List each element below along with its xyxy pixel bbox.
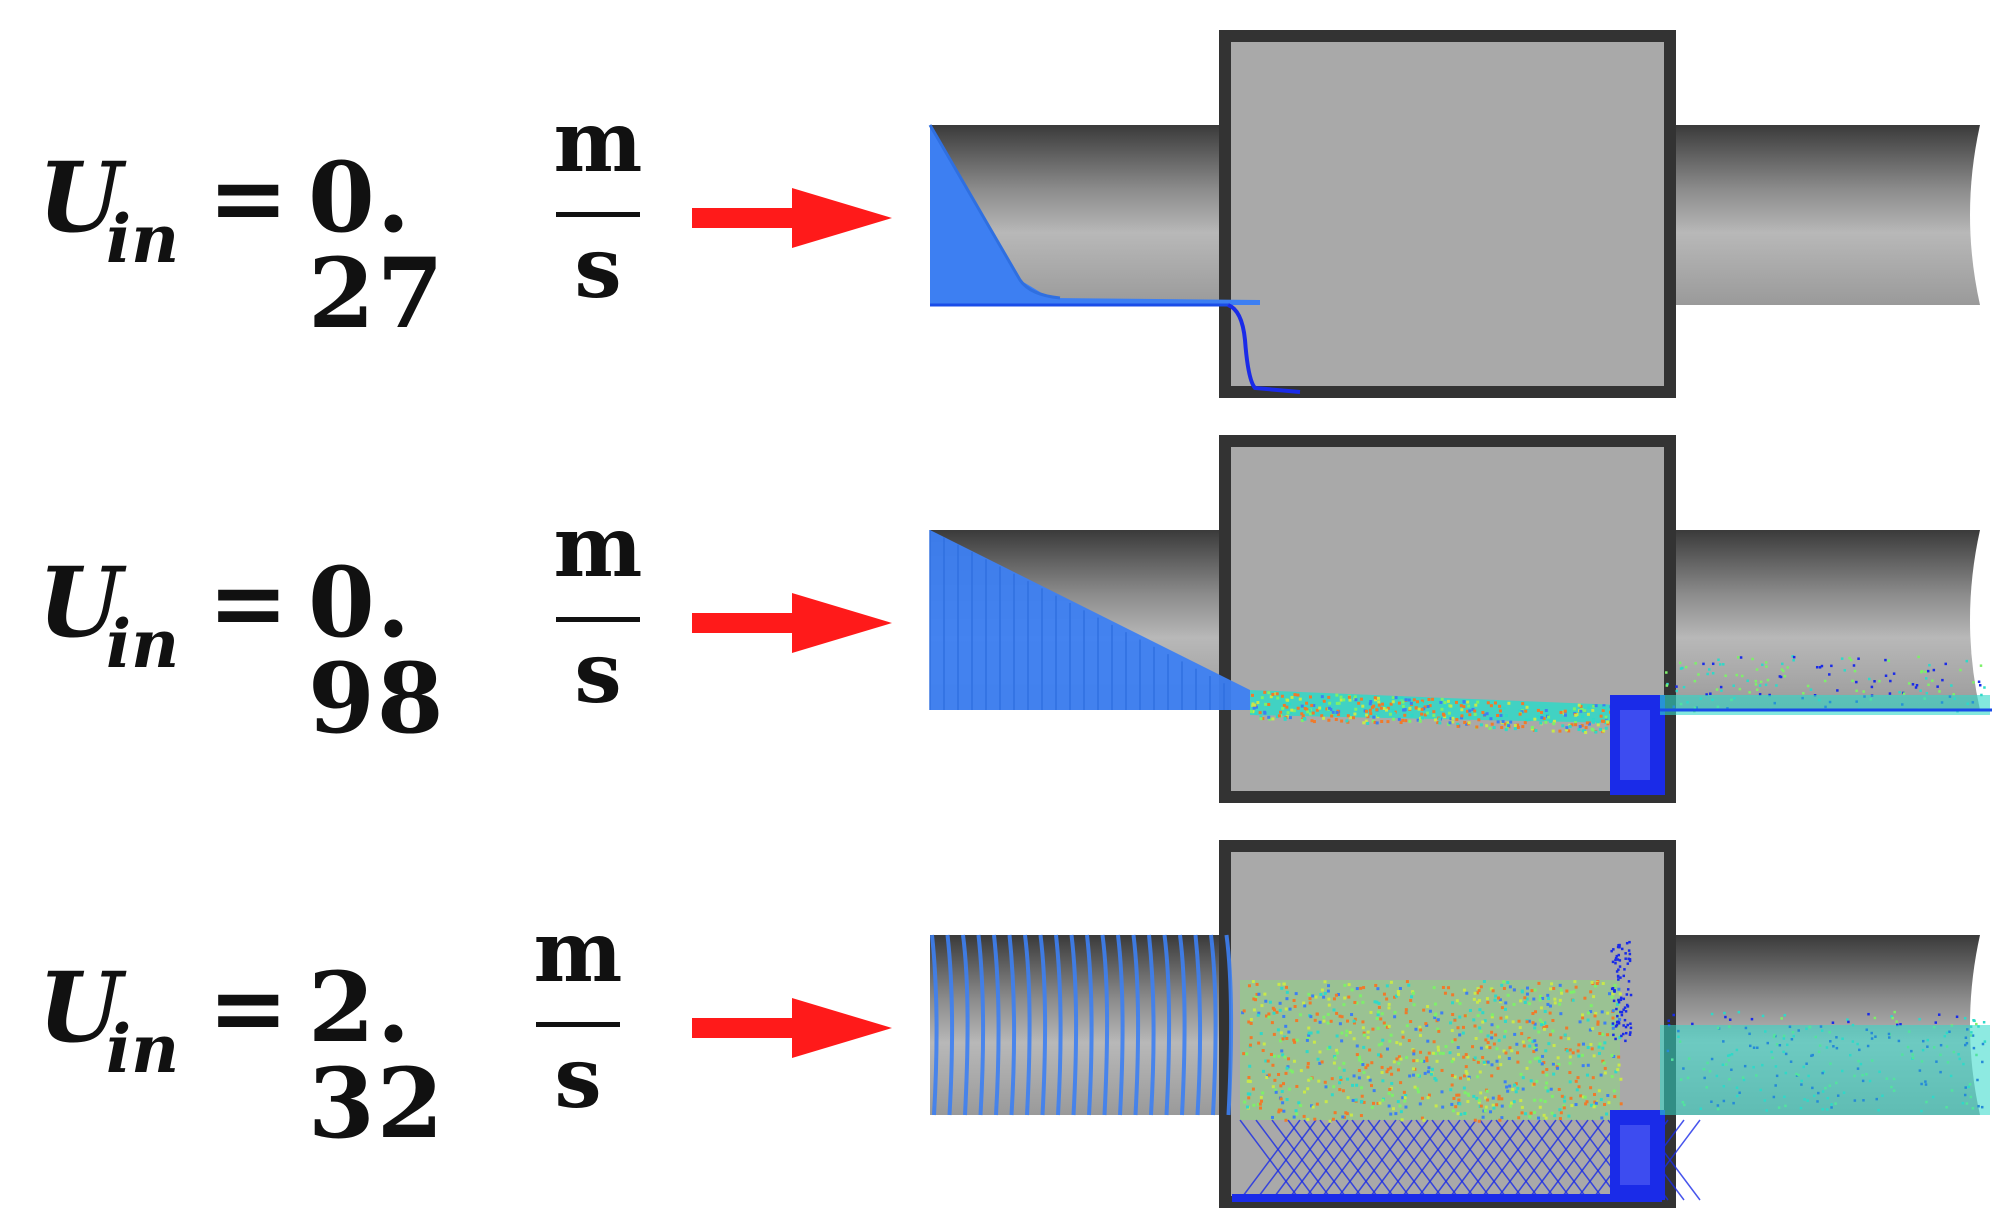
simulation-panel-1	[928, 30, 1992, 398]
unit-denominator: s	[554, 1028, 602, 1127]
velocity-symbol: U	[38, 546, 122, 659]
simulation-panel-3	[930, 840, 1992, 1208]
inflow-arrow-icon	[692, 998, 892, 1058]
outlet-pipe	[1660, 125, 1990, 305]
inflow-arrow-icon	[692, 188, 892, 248]
simulation-panel-2	[929, 435, 1992, 803]
unit-numerator: m	[533, 902, 623, 1001]
fraction-bar	[536, 1022, 620, 1027]
unit-numerator: m	[553, 497, 643, 596]
velocity-subscript: in	[106, 1010, 180, 1088]
velocity-symbol: U	[38, 141, 122, 254]
velocity-subscript: in	[106, 605, 180, 683]
equals-sign: =	[208, 546, 289, 659]
equals-sign: =	[208, 141, 289, 254]
velocity-value: 2. 32	[308, 951, 446, 1160]
chamber	[1219, 435, 1676, 803]
fluid-region	[930, 125, 1260, 305]
unit-denominator: s	[574, 218, 622, 317]
unit-fraction: m s	[528, 910, 628, 1130]
fluid-stripes	[930, 934, 1234, 1116]
velocity-subscript: in	[106, 200, 180, 278]
inflow-arrow-icon	[692, 593, 892, 653]
row-3: U in = 2. 32 m s	[0, 810, 2006, 1210]
unit-numerator: m	[553, 92, 643, 191]
unit-fraction: m s	[548, 505, 648, 725]
velocity-symbol: U	[38, 951, 122, 1064]
chamber	[1219, 30, 1676, 398]
unit-denominator: s	[574, 623, 622, 722]
fraction-bar	[556, 212, 640, 217]
equals-sign: =	[208, 951, 289, 1064]
unit-fraction: m s	[548, 100, 648, 320]
row-1: U in = 0. 27 m s	[0, 0, 2006, 400]
fraction-bar	[556, 617, 640, 622]
lower-particle-mesh	[1239, 1119, 1701, 1201]
velocity-value: 0. 27	[308, 141, 446, 350]
row-2: U in = 0. 98 m s	[0, 405, 2006, 805]
fluid-stripes	[929, 530, 1225, 710]
outlet-pipe	[1660, 530, 1990, 710]
fluid-region	[930, 530, 1250, 710]
velocity-value: 0. 98	[308, 546, 446, 755]
